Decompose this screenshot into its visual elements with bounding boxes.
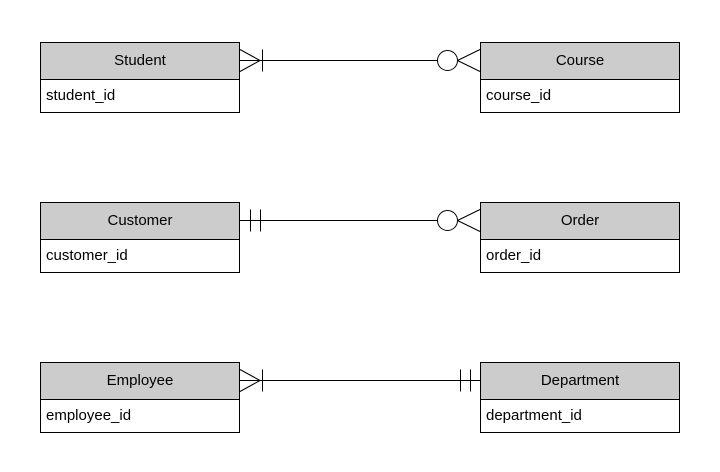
entity-student-attribute: student_id [41, 80, 239, 112]
relationship-customer-order[interactable] [240, 209, 481, 232]
entity-course[interactable]: Course course_id [480, 42, 680, 113]
relationship-employee-department[interactable] [239, 369, 480, 392]
entity-customer-attribute: customer_id [41, 240, 239, 272]
entity-department-attribute: department_id [481, 400, 679, 432]
one-or-many-icon [239, 49, 263, 72]
entity-customer-title: Customer [41, 203, 239, 240]
exactly-one-icon [460, 369, 471, 392]
entity-employee[interactable]: Employee employee_id [40, 362, 240, 433]
entity-customer[interactable]: Customer customer_id [40, 202, 240, 273]
zero-or-many-icon [437, 209, 481, 232]
entity-student[interactable]: Student student_id [40, 42, 240, 113]
entity-employee-title: Employee [41, 363, 239, 400]
zero-or-many-icon [437, 49, 481, 72]
entity-department[interactable]: Department department_id [480, 362, 680, 433]
entity-student-title: Student [41, 43, 239, 80]
exactly-one-icon [250, 209, 261, 232]
entity-order[interactable]: Order order_id [480, 202, 680, 273]
entity-employee-attribute: employee_id [41, 400, 239, 432]
entity-course-attribute: course_id [481, 80, 679, 112]
entity-order-attribute: order_id [481, 240, 679, 272]
entity-order-title: Order [481, 203, 679, 240]
one-or-many-icon [239, 369, 263, 392]
entity-department-title: Department [481, 363, 679, 400]
relationship-student-course[interactable] [239, 49, 481, 72]
entity-course-title: Course [481, 43, 679, 80]
